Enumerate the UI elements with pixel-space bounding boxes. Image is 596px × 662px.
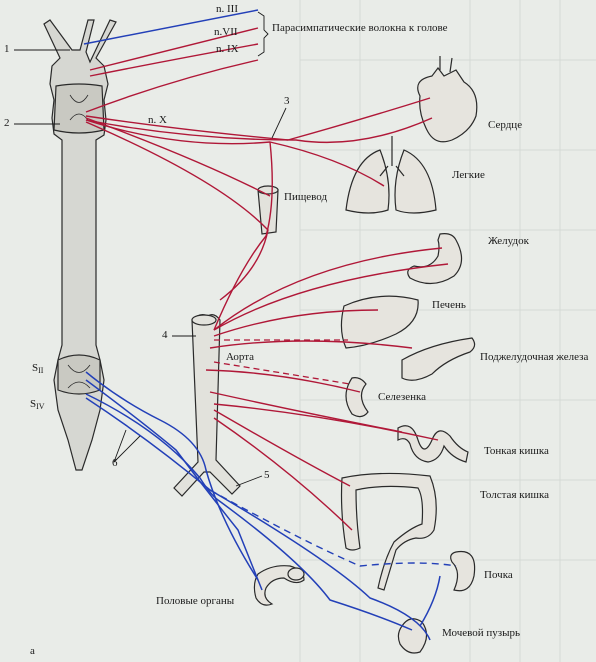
- organ-label-liver: Печень: [432, 300, 466, 311]
- callout-1: 1: [4, 44, 10, 55]
- organ-label-pancreas: Поджелудочная железа: [480, 352, 588, 363]
- sacral-label-s4: SIV: [30, 399, 45, 411]
- organ-label-bladder: Мочевой пузырь: [442, 628, 520, 639]
- stomach-shape: [408, 234, 462, 284]
- nerve-label-n10: n. X: [148, 115, 167, 126]
- callout-6: 6: [112, 458, 118, 469]
- organ-label-kidney: Почка: [484, 570, 513, 581]
- pancreas-shape: [402, 338, 475, 380]
- small-intestine-shape: [398, 426, 468, 462]
- vagus-fibers: [86, 28, 448, 530]
- genital-organs-shape: [254, 566, 304, 605]
- organ-label-small-intestine: Тонкая кишка: [484, 446, 549, 457]
- organ-label-esophagus: Пищевод: [284, 192, 327, 203]
- kidney-shape: [451, 552, 475, 591]
- callout-3: 3: [284, 96, 290, 107]
- large-intestine-shape: [342, 473, 437, 590]
- organ-label-spleen: Селезенка: [378, 392, 426, 403]
- callout-5: 5: [264, 470, 270, 481]
- organ-label-stomach: Желудок: [488, 236, 529, 247]
- organ-label-lungs: Легкие: [452, 170, 485, 181]
- parasympathetic-head-label: Парасимпатические волокна к голове: [272, 23, 448, 34]
- callout-2: 2: [4, 118, 10, 129]
- organ-label-heart: Сердце: [488, 120, 522, 131]
- organ-label-large-intestine: Толстая кишка: [480, 490, 549, 501]
- brainstem-spinal-cord: [44, 20, 116, 470]
- figure-letter: а: [30, 646, 35, 657]
- liver-shape: [341, 296, 418, 348]
- organ-label-aorta: Аорта: [226, 352, 254, 363]
- spleen-shape: [346, 378, 368, 417]
- nerve-label-n7: n.VII: [214, 27, 238, 38]
- sacral-label-s2: SII: [32, 363, 43, 375]
- nerve-label-n9: n. IX: [216, 44, 239, 55]
- bladder-shape: [398, 619, 426, 653]
- organ-label-genitals: Половые органы: [156, 596, 234, 607]
- nerve-label-n3: n. III: [216, 4, 238, 15]
- callout-4: 4: [162, 330, 168, 341]
